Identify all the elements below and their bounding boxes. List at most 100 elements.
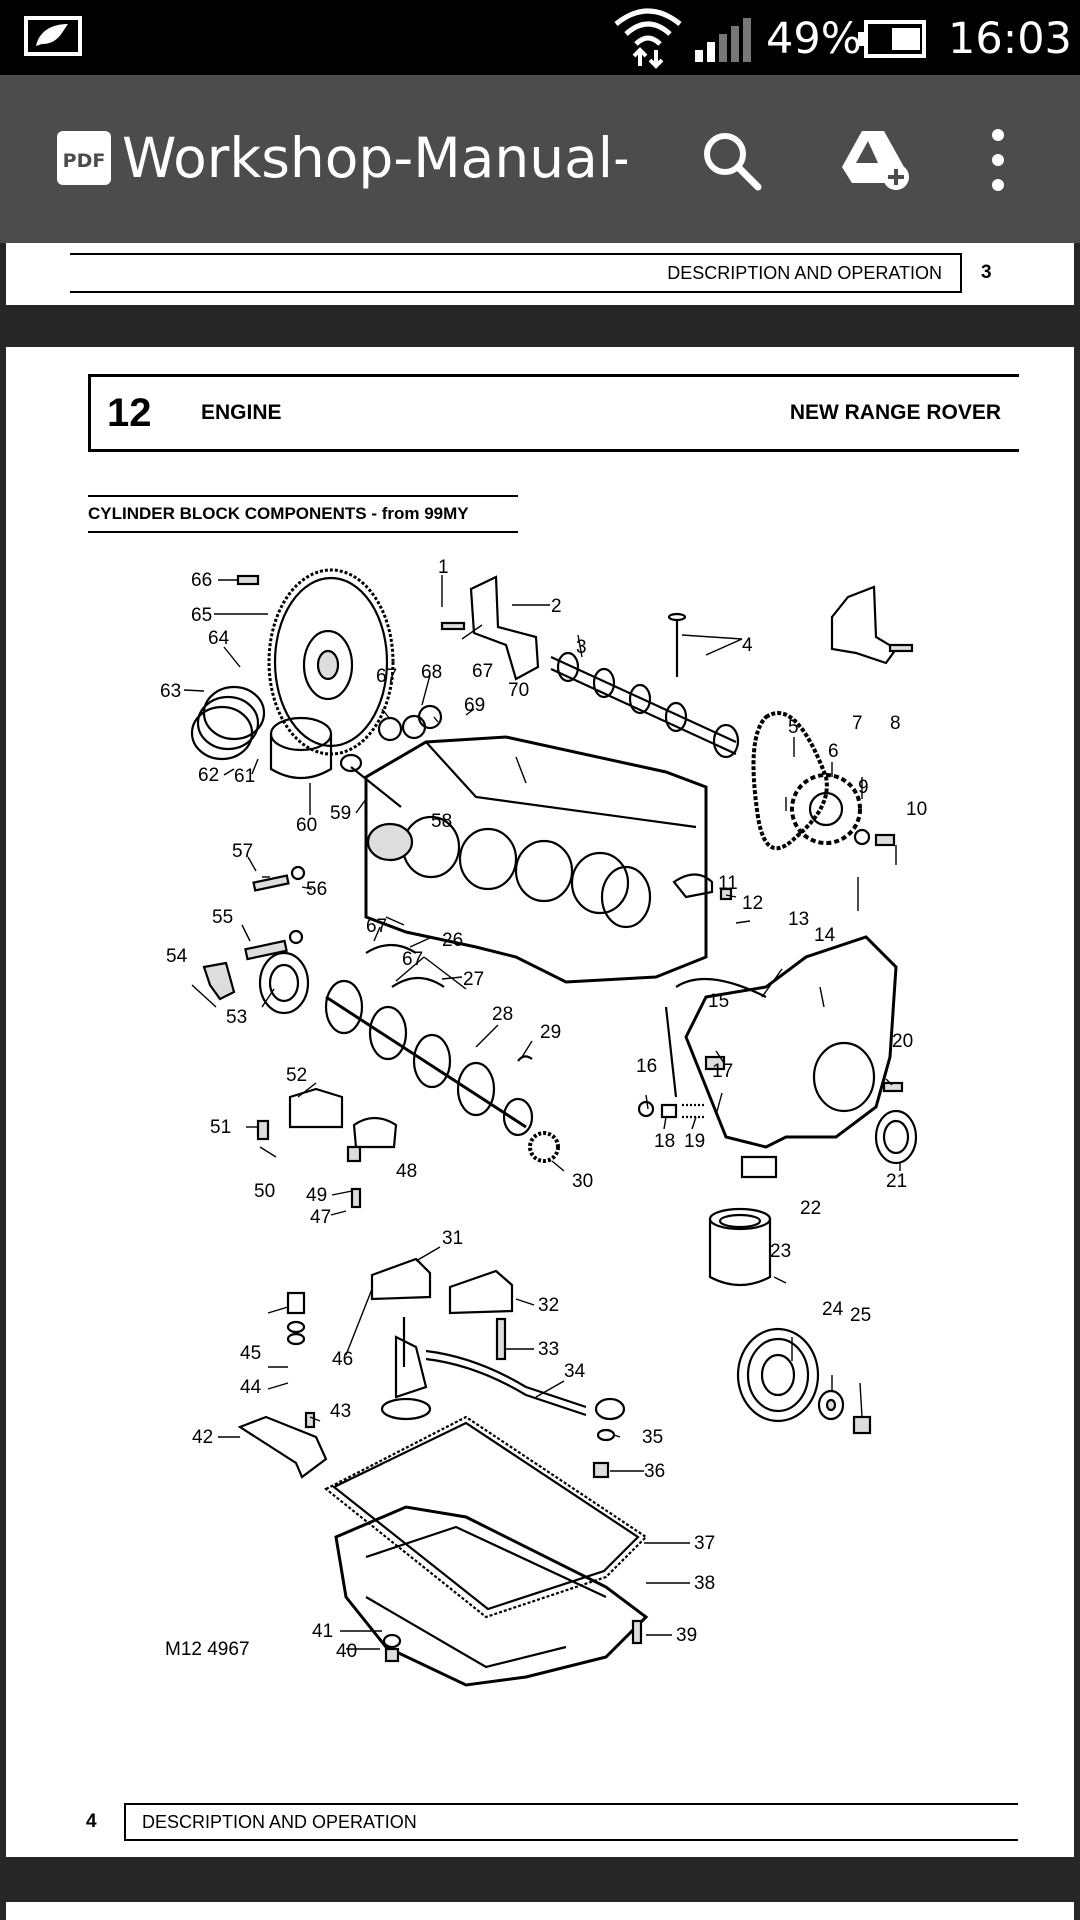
callout-59: 59 xyxy=(330,803,351,824)
previous-page-number: 3 xyxy=(981,262,992,283)
subsection-title: CYLINDER BLOCK COMPONENTS - from 99MY xyxy=(88,495,518,533)
add-to-drive-icon[interactable] xyxy=(840,127,910,191)
callout-68: 68 xyxy=(421,662,442,683)
previous-page-fragment: DESCRIPTION AND OPERATION 3 xyxy=(6,243,1074,305)
callout-36: 36 xyxy=(644,1461,665,1482)
callout-19: 19 xyxy=(684,1131,705,1152)
cell-signal-icon xyxy=(695,18,751,62)
callout-6: 6 xyxy=(828,741,839,762)
callout-31: 31 xyxy=(442,1228,463,1249)
callout-48: 48 xyxy=(396,1161,417,1182)
subsection-title-text: CYLINDER BLOCK COMPONENTS - from 99MY xyxy=(88,504,469,523)
callout-65: 65 xyxy=(191,605,212,626)
callout-63: 63 xyxy=(160,681,181,702)
callout-40: 40 xyxy=(336,1641,357,1662)
section-number: 12 xyxy=(107,391,152,435)
search-icon[interactable] xyxy=(700,129,764,193)
callout-54: 54 xyxy=(166,946,188,967)
callout-67: 67 xyxy=(376,666,397,687)
overflow-menu-icon[interactable] xyxy=(980,127,1016,193)
crankshaft xyxy=(324,979,534,1137)
previous-page-header: DESCRIPTION AND OPERATION xyxy=(70,253,962,293)
callout-67: 67 xyxy=(472,661,493,682)
timing-chain-and-sprocket xyxy=(751,711,896,851)
callout-38: 38 xyxy=(694,1573,715,1594)
piston xyxy=(269,716,333,779)
previous-page-header-text: DESCRIPTION AND OPERATION xyxy=(667,263,942,283)
wifi-icon xyxy=(614,8,682,69)
section-header: 12 ENGINE NEW RANGE ROVER xyxy=(88,374,1019,452)
section-name: ENGINE xyxy=(201,401,282,424)
callout-23: 23 xyxy=(770,1241,791,1262)
callout-5: 5 xyxy=(788,717,799,738)
callout-62: 62 xyxy=(198,765,219,786)
footer-page-number: 4 xyxy=(86,1811,97,1832)
callout-26: 26 xyxy=(442,930,463,951)
callout-37: 37 xyxy=(694,1533,715,1554)
callout-2: 2 xyxy=(551,596,562,617)
callout-47: 47 xyxy=(310,1207,331,1228)
callout-41: 41 xyxy=(312,1621,333,1642)
callout-67: 67 xyxy=(366,916,387,937)
callout-32: 32 xyxy=(538,1295,559,1316)
callout-66: 66 xyxy=(191,570,212,591)
front-cover xyxy=(637,935,918,1179)
pdf-page[interactable]: 12 ENGINE NEW RANGE ROVER CYLINDER BLOCK… xyxy=(6,347,1074,1857)
callout-70: 70 xyxy=(508,680,529,701)
callout-30: 30 xyxy=(572,1171,593,1192)
callout-53: 53 xyxy=(226,1007,247,1028)
oil-pickup xyxy=(380,1317,626,1442)
callout-12: 12 xyxy=(742,893,763,914)
callout-3: 3 xyxy=(576,637,587,658)
callout-46: 46 xyxy=(332,1349,353,1370)
page-footer: DESCRIPTION AND OPERATION xyxy=(124,1803,1018,1841)
flywheel xyxy=(267,568,395,756)
callout-9: 9 xyxy=(858,777,869,798)
callout-35: 35 xyxy=(642,1427,663,1448)
callout-29: 29 xyxy=(540,1022,561,1043)
callout-51: 51 xyxy=(210,1117,231,1138)
callout-24: 24 xyxy=(822,1299,844,1320)
callout-64: 64 xyxy=(208,628,230,649)
pdf-icon: PDF xyxy=(57,131,111,185)
callout-69: 69 xyxy=(464,695,485,716)
callout-44: 44 xyxy=(240,1377,262,1398)
callout-60: 60 xyxy=(296,815,317,836)
camshaft xyxy=(550,651,740,759)
callout-28: 28 xyxy=(492,1004,513,1025)
callout-39: 39 xyxy=(676,1625,697,1646)
exploded-engine-diagram: 66 65 64 63 62 61 60 59 58 1 2 3 4 5 6 7… xyxy=(160,557,927,1687)
document-title: Workshop-Manual-P… xyxy=(122,126,627,190)
callout-25: 25 xyxy=(850,1305,871,1326)
callout-43: 43 xyxy=(330,1401,351,1422)
callout-55: 55 xyxy=(212,907,233,928)
crankshaft-pulley xyxy=(736,1327,872,1435)
battery-icon xyxy=(858,20,926,58)
callout-61: 61 xyxy=(234,766,255,787)
callout-18: 18 xyxy=(654,1131,675,1152)
figure-reference: M12 4967 xyxy=(165,1639,250,1660)
oil-filter xyxy=(708,1207,772,1287)
callout-15: 15 xyxy=(708,991,729,1012)
callout-13: 13 xyxy=(788,909,809,930)
status-bar: 49% 16:03 xyxy=(0,0,1080,75)
callout-27: 27 xyxy=(463,969,484,990)
callout-67: 67 xyxy=(402,949,423,970)
callout-1: 1 xyxy=(438,557,449,578)
battery-percentage: 49% xyxy=(766,14,862,64)
callout-56: 56 xyxy=(306,879,327,900)
callout-57: 57 xyxy=(232,841,253,862)
callout-33: 33 xyxy=(538,1339,559,1360)
callout-labels: 66 65 64 63 62 61 60 59 58 1 2 3 4 5 6 7… xyxy=(160,557,927,1662)
callout-52: 52 xyxy=(286,1065,307,1086)
callout-50: 50 xyxy=(254,1181,275,1202)
callout-58: 58 xyxy=(431,811,452,832)
callout-22: 22 xyxy=(800,1198,821,1219)
cylinder-block xyxy=(364,735,708,984)
callout-7: 7 xyxy=(852,713,863,734)
clock: 16:03 xyxy=(948,14,1072,64)
next-page-fragment xyxy=(6,1902,1074,1920)
callout-45: 45 xyxy=(240,1343,261,1364)
callout-10: 10 xyxy=(906,799,927,820)
callout-16: 16 xyxy=(636,1056,657,1077)
